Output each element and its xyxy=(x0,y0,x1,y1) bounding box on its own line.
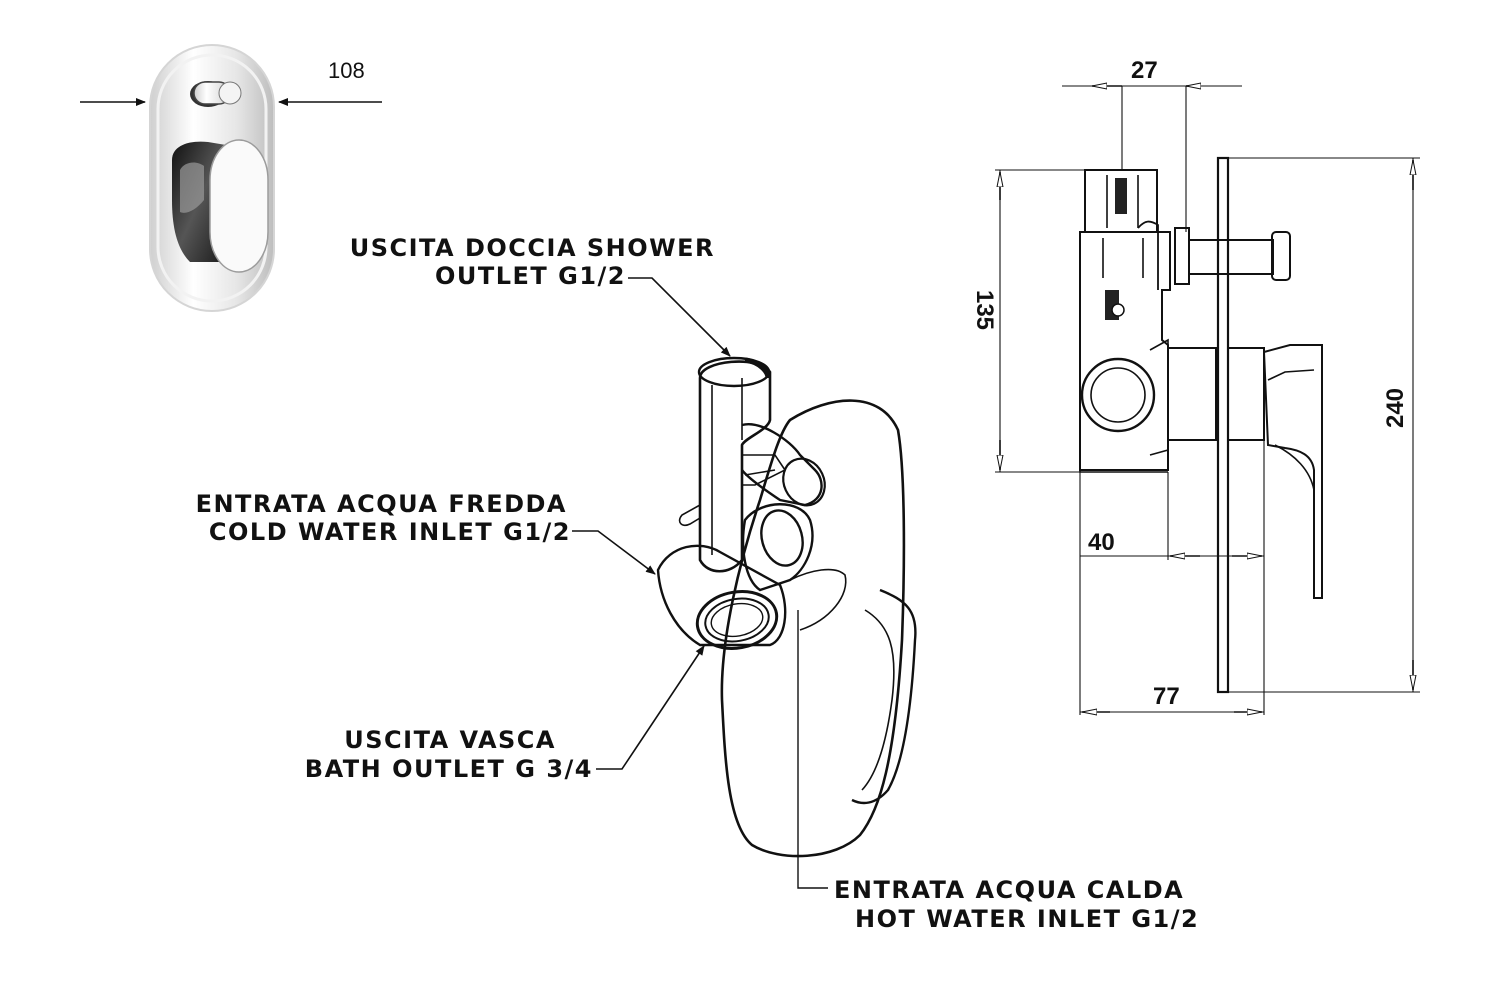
cold-inlet-line1: ENTRATA ACQUA FREDDA xyxy=(196,490,567,518)
side-view-body xyxy=(1079,156,1323,694)
bath-outlet-line2: BATH OUTLET G 3/4 xyxy=(305,755,593,783)
callout-leaders xyxy=(572,277,731,770)
dim-40: 40 xyxy=(1088,529,1115,556)
hot-inlet-line1: ENTRATA ACQUA CALDA xyxy=(834,876,1184,904)
front-width-dimension: 108 xyxy=(80,58,382,106)
diverter-knob xyxy=(190,81,242,107)
mixer-lever xyxy=(172,139,269,273)
dim-135: 135 xyxy=(971,290,998,330)
dim-27: 27 xyxy=(1131,57,1158,84)
shower-outlet-line1: USCITA DOCCIA SHOWER xyxy=(350,234,715,262)
bath-outlet-line1: USCITA VASCA xyxy=(344,726,556,754)
callout-bath-outlet: USCITA VASCA BATH OUTLET G 3/4 xyxy=(305,726,593,783)
dim-240: 240 xyxy=(1382,388,1409,428)
hot-inlet-line2: HOT WATER INLET G1/2 xyxy=(855,905,1199,933)
callout-cold-inlet: ENTRATA ACQUA FREDDA COLD WATER INLET G1… xyxy=(196,490,571,546)
isometric-valve-body xyxy=(656,356,917,889)
front-width-label: 108 xyxy=(328,58,365,83)
callout-hot-inlet: ENTRATA ACQUA CALDA HOT WATER INLET G1/2 xyxy=(834,876,1199,933)
side-view-dimensions: 27 135 240 40 77 xyxy=(971,57,1420,715)
dim-77: 77 xyxy=(1153,683,1180,710)
callout-shower-outlet: USCITA DOCCIA SHOWER OUTLET G1/2 xyxy=(350,234,715,290)
shower-outlet-line2: OUTLET G1/2 xyxy=(435,262,626,290)
front-view-faceplate xyxy=(149,44,275,312)
cold-inlet-line2: COLD WATER INLET G1/2 xyxy=(209,518,571,546)
